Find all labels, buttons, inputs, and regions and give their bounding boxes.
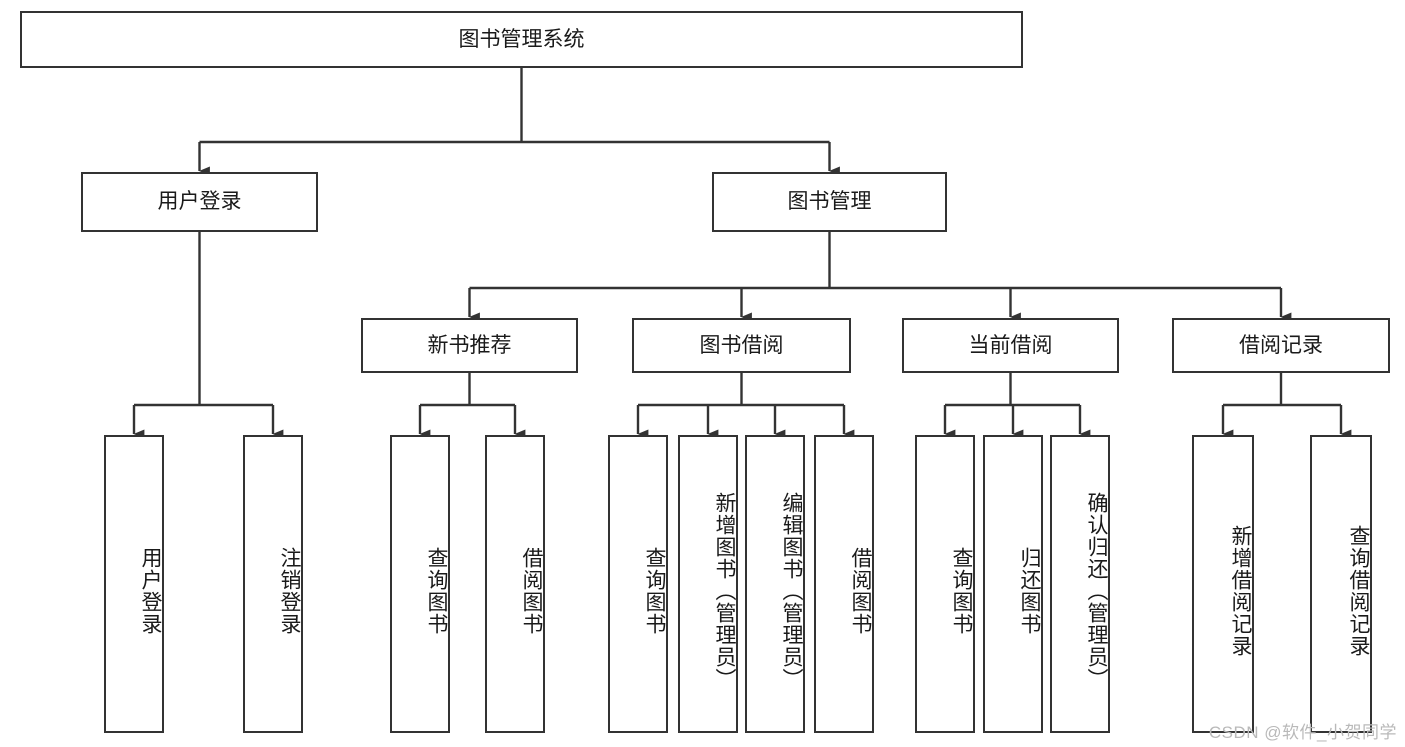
node-label: 图书借阅	[699, 333, 784, 357]
node-current-borrow[interactable]: 当前借阅	[902, 318, 1119, 373]
node-label: 用户登录	[139, 547, 162, 635]
node-label: 新增借阅记录	[1229, 525, 1252, 657]
node-leaf-bb-borrow[interactable]: 借阅图书	[814, 435, 874, 733]
node-label: 确认归还（管理员）	[1085, 492, 1108, 690]
node-label: 新书推荐	[427, 333, 512, 357]
node-label: 借阅图书	[849, 547, 872, 635]
node-leaf-nbr-query[interactable]: 查询图书	[390, 435, 450, 733]
node-label: 借阅记录	[1239, 333, 1323, 357]
node-leaf-cb-confirm[interactable]: 确认归还（管理员）	[1050, 435, 1110, 733]
node-leaf-logout[interactable]: 注销登录	[243, 435, 303, 733]
node-label: 当前借阅	[968, 333, 1053, 357]
node-user-login[interactable]: 用户登录	[81, 172, 318, 232]
node-leaf-bb-add[interactable]: 新增图书（管理员）	[678, 435, 738, 733]
node-book-manage[interactable]: 图书管理	[712, 172, 947, 232]
node-leaf-user-login[interactable]: 用户登录	[104, 435, 164, 733]
node-label: 图书管理系统	[458, 27, 585, 51]
node-leaf-bb-edit[interactable]: 编辑图书（管理员）	[745, 435, 805, 733]
node-root[interactable]: 图书管理系统	[20, 11, 1023, 68]
node-leaf-cb-return[interactable]: 归还图书	[983, 435, 1043, 733]
node-leaf-nbr-borrow[interactable]: 借阅图书	[485, 435, 545, 733]
node-label: 借阅图书	[520, 547, 543, 635]
node-label: 注销登录	[278, 547, 301, 635]
node-label: 图书管理	[787, 190, 872, 214]
node-label: 用户登录	[157, 190, 242, 214]
node-label: 查询图书	[425, 547, 448, 635]
node-label: 新增图书（管理员）	[713, 492, 736, 690]
node-borrow-record[interactable]: 借阅记录	[1172, 318, 1390, 373]
node-leaf-br-query[interactable]: 查询借阅记录	[1310, 435, 1372, 733]
node-leaf-bb-query[interactable]: 查询图书	[608, 435, 668, 733]
node-leaf-br-add[interactable]: 新增借阅记录	[1192, 435, 1254, 733]
watermark-text: CSDN @软件_小贺同学	[1208, 723, 1397, 742]
node-leaf-cb-query[interactable]: 查询图书	[915, 435, 975, 733]
node-book-borrow[interactable]: 图书借阅	[632, 318, 851, 373]
node-label: 查询借阅记录	[1347, 525, 1370, 657]
node-label: 查询图书	[950, 547, 973, 635]
node-new-book-rec[interactable]: 新书推荐	[361, 318, 578, 373]
node-label: 查询图书	[643, 547, 666, 635]
node-label: 归还图书	[1018, 547, 1041, 635]
node-label: 编辑图书（管理员）	[780, 492, 803, 690]
